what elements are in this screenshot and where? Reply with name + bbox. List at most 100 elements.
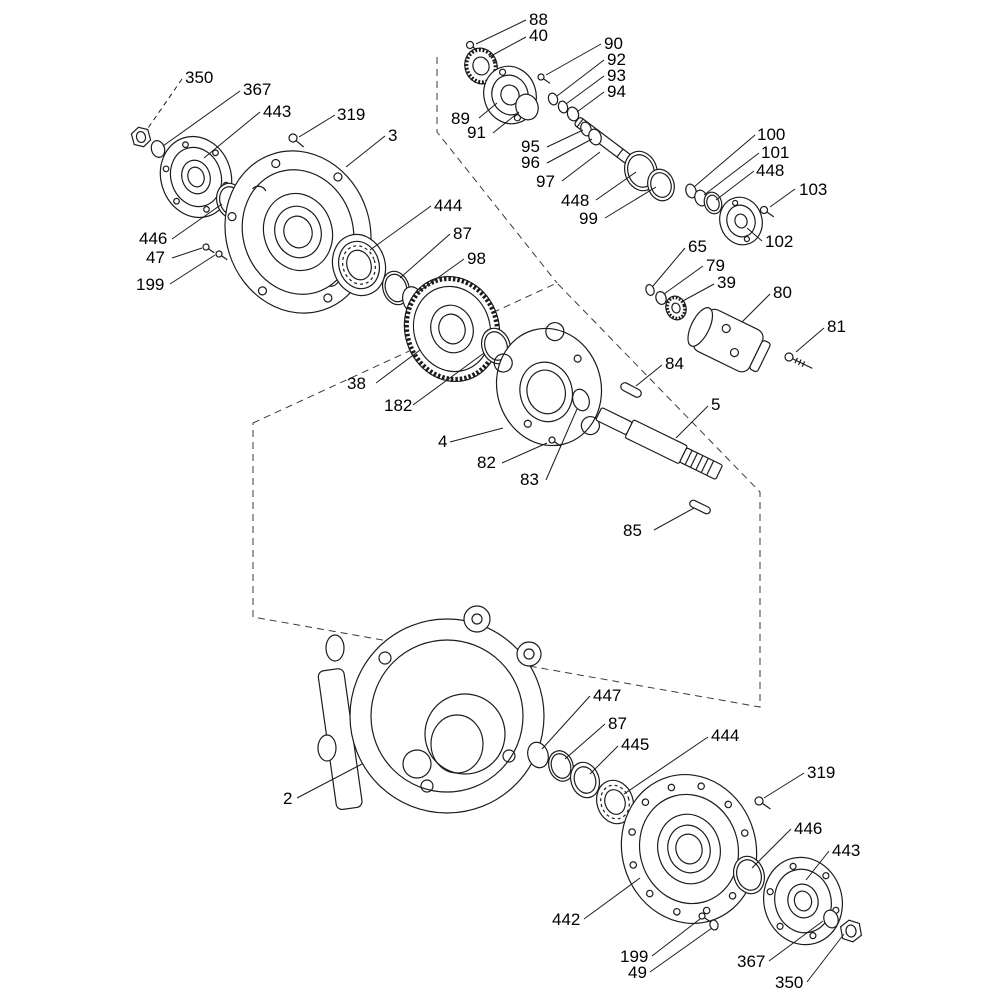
leader-line-81 [795,327,825,353]
part-number-label-92: 92 [607,50,626,69]
part-number-label-90: 90 [604,34,623,53]
part-screw-199-top [215,250,228,261]
leader-line-442 [583,877,641,920]
part-number-label-447: 447 [593,686,621,705]
part-number-label-444t: 444 [434,196,462,215]
part-nut-350-bottom [839,919,863,943]
leader-line-92 [556,59,605,97]
part-number-label-448b: 448 [756,161,784,180]
part-ring-83 [572,388,590,412]
leader-line-93 [565,75,605,105]
part-washer-94 [566,106,580,122]
leader-line-80 [741,293,771,323]
part-number-label-443t: 443 [263,102,291,121]
leader-line-40 [488,36,527,58]
part-number-label-350b: 350 [775,973,803,992]
leader-line-446b [751,828,792,869]
part-pump-plate-3 [224,150,372,314]
part-number-label-91: 91 [467,123,486,142]
leader-line-319b [763,772,805,799]
part-number-label-82: 82 [477,453,496,472]
construction-lines [252,57,761,708]
part-number-label-448a: 448 [561,191,589,210]
leader-line-448a [595,171,637,201]
leader-line-88 [475,19,527,45]
leader-line-91 [492,111,520,134]
part-number-label-89: 89 [451,109,470,128]
part-bearing-444-bottom [595,779,635,825]
part-number-label-88: 88 [529,10,548,29]
leader-line-444b [623,736,709,795]
part-number-label-101: 101 [761,143,789,162]
leader-line-445 [589,745,619,775]
leader-line-49 [649,927,713,973]
part-number-label-319t: 319 [337,105,365,124]
part-number-label-103: 103 [799,180,827,199]
leader-line-82 [501,442,548,464]
leader-line-367b [768,920,824,962]
part-screw-81 [784,352,813,369]
part-number-label-97: 97 [536,172,555,191]
part-number-label-199b: 199 [620,947,648,966]
leader-line-95 [546,129,584,148]
leader-line-5 [675,405,709,439]
leader-line-84 [635,364,663,387]
part-plate-4 [493,321,603,447]
leader-line-182 [412,352,485,406]
part-number-label-49: 49 [628,963,647,982]
parts-layer [130,40,863,946]
leader-line-4 [449,427,504,443]
leader-line-443t [203,111,261,159]
leader-line-103 [769,188,796,208]
part-ring-99 [647,168,675,202]
part-number-label-87b: 87 [608,714,627,733]
leader-line-448b [715,170,755,201]
part-number-label-442: 442 [552,910,580,929]
leader-line-94 [576,91,605,113]
part-number-label-98: 98 [467,249,486,268]
leader-line-87b [564,723,606,760]
leader-line-97 [561,151,601,182]
leader-line-367t [162,90,241,147]
part-number-label-99: 99 [579,209,598,228]
part-screw-47 [202,243,215,254]
part-nut-350-top [130,126,152,148]
part-number-label-444b: 444 [711,726,739,745]
leader-line-39 [680,283,715,303]
part-number-label-102: 102 [765,232,793,251]
part-number-label-65: 65 [688,237,707,256]
leader-line-101 [703,152,760,196]
leader-line-444t [369,205,432,251]
leader-line-65 [652,247,686,287]
leader-line-350b [806,933,845,983]
part-number-label-80: 80 [773,283,792,302]
part-screw-103 [759,205,775,218]
part-number-label-3: 3 [388,126,397,145]
part-housing-2 [317,605,545,814]
part-shaft-5 [595,407,723,480]
part-pump-80 [687,307,771,373]
part-number-label-93: 93 [607,66,626,85]
leader-line-446t [171,203,223,240]
part-number-label-2: 2 [283,789,292,808]
part-number-label-47: 47 [146,248,165,267]
part-number-label-81: 81 [827,317,846,336]
part-number-label-446t: 446 [139,229,167,248]
leader-line-199b [651,918,701,957]
leader-line-3 [345,135,386,168]
part-screw-90 [537,73,551,84]
leader-line-443b [805,850,830,881]
part-number-label-83: 83 [520,470,539,489]
leader-line-90 [545,43,602,76]
part-screw-82 [548,436,562,447]
part-ring-446-bottom [732,855,766,895]
leader-line-83 [545,408,578,481]
part-flange-443-bottom [762,856,844,946]
part-washer-65 [645,284,655,296]
part-screw-319-top [288,133,305,148]
part-washer-92 [547,92,559,106]
part-washer-367-bottom [823,909,839,929]
leader-line-2 [296,763,363,799]
part-washer-100 [685,183,697,199]
